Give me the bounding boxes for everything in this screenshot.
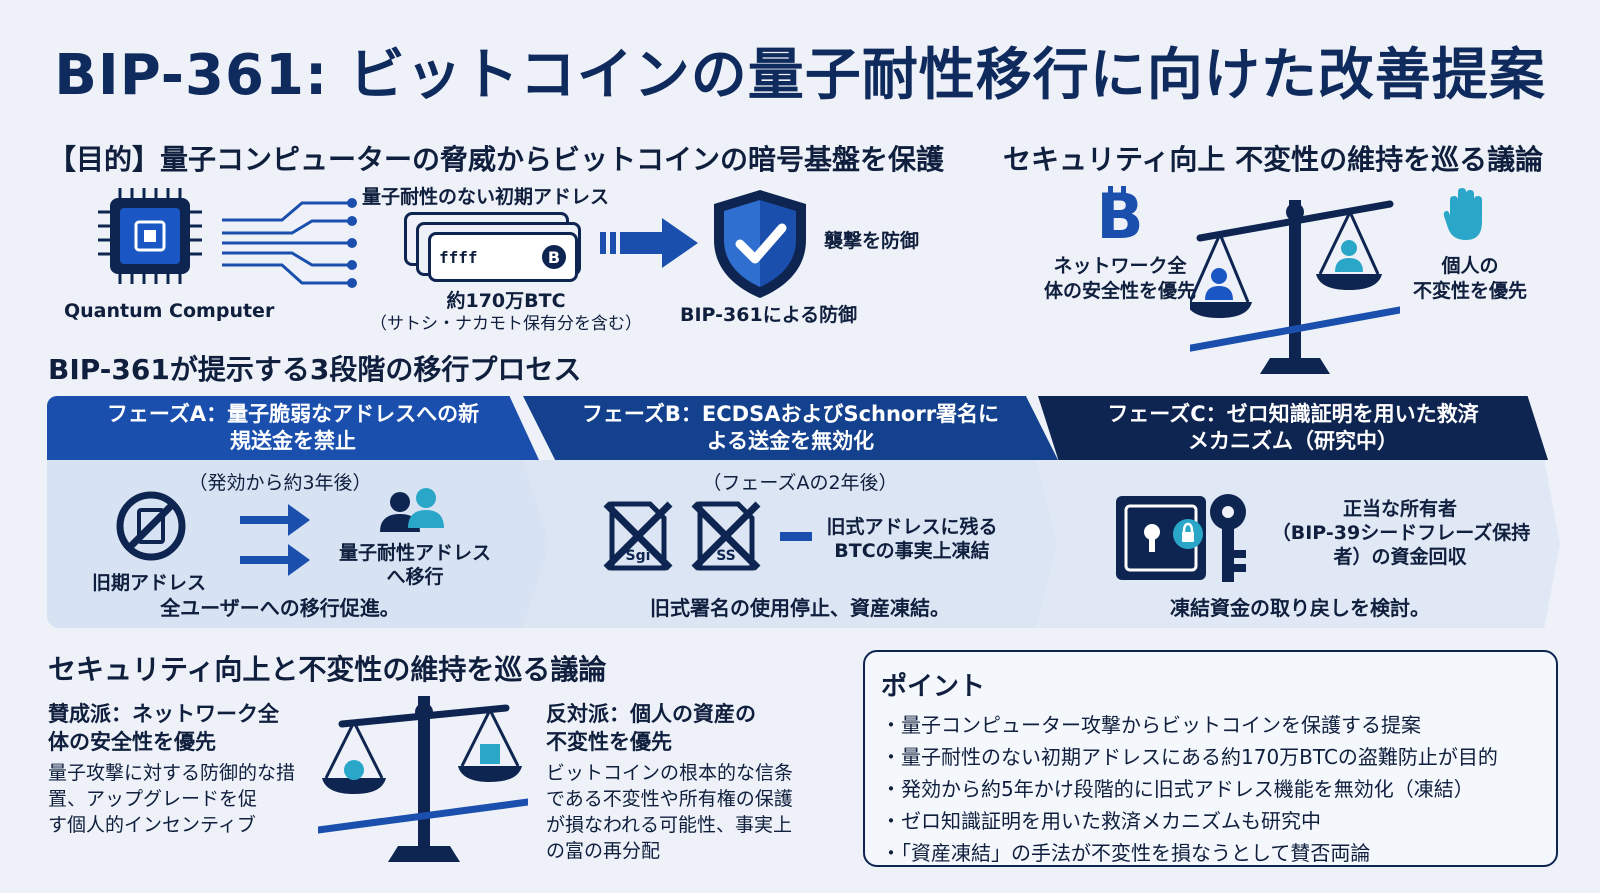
phase-c-owner-line2: （BIP-39シードフレーズ保持 [1271, 522, 1531, 544]
amount-line1: 約170万BTC [446, 290, 566, 312]
phase-a-new-line1: 量子耐性アドレス [338, 542, 491, 564]
debate-bottom-heading: セキュリティ向上と不変性の維持を巡る議論 [48, 653, 607, 686]
phase-a-head-line1: フェーズA：量子脆弱なアドレスへの新 [106, 401, 480, 426]
raised-hand-icon [1443, 188, 1482, 240]
dash-icon [780, 532, 812, 541]
phase-b-freeze-line1: 旧式アドレスに残る [826, 516, 998, 538]
point-item-4: ・ゼロ知識証明を用いた救済メカニズムも研究中 [881, 809, 1321, 833]
pro-body-line3: す個人的インセンティブ [48, 814, 256, 836]
users-icon [380, 488, 444, 532]
balance-scale-bottom [318, 696, 528, 862]
con-title-line1: 反対派：個人の資産の [546, 702, 756, 726]
con-body-line2: である不変性や所有権の保護 [546, 788, 793, 810]
bitcoin-small-icon: B [542, 245, 566, 269]
blocked-address-icon [116, 491, 186, 561]
point-item-1: ・量子コンピューター攻撃からビットコインを保護する提案 [881, 713, 1421, 737]
purpose-heading: 【目的】量子コンピューターの脅威からビットコインの暗号基盤を保護 [48, 143, 945, 176]
phase-a-timing: （発効から約3年後） [188, 472, 372, 494]
bitcoin-icon: B [1096, 186, 1144, 246]
svg-text:B: B [548, 248, 560, 267]
quantum-label: Quantum Computer [64, 300, 275, 322]
phase-b-timing: （フェーズAの2年後） [702, 472, 898, 494]
safe-key-icon [1116, 494, 1246, 582]
address-card-front: ffff B [428, 232, 578, 282]
migrate-arrows-icon [240, 504, 310, 576]
svg-text:B: B [1096, 186, 1143, 246]
amount-line2: （サトシ・ナカモト保有分を含む） [370, 314, 642, 334]
phase-a-new-line2: へ移行 [386, 566, 444, 588]
process-heading: BIP-361が提示する3段階の移行プロセス [48, 353, 582, 386]
doc1-text: Sgi [626, 548, 651, 564]
phase-c-summary: 凍結資金の取り戻しを検討。 [1170, 596, 1430, 620]
defense-label: 襲撃を防御 [824, 230, 920, 252]
point-item-3: ・発効から約5年かけ段階的に旧式アドレス機能を無効化（凍結） [881, 777, 1474, 801]
pro-title-line1: 賛成派：ネットワーク全 [48, 702, 279, 726]
con-body-line3: が損なわれる可能性、事実上 [546, 814, 793, 836]
pro-title-line2: 体の安全性を優先 [48, 730, 216, 754]
balance-scale-top [1190, 200, 1400, 374]
phase-b-header: フェーズB：ECDSAおよびSchnorr署名による送金を無効化 [523, 396, 1058, 460]
phase-c-head-line1: フェーズC：ゼロ知識証明を用いた救済 [1107, 401, 1479, 426]
signature-doc-crossed-icon-1: Sgi [603, 501, 673, 571]
debate-top-right-line1: 個人の [1441, 255, 1499, 277]
phase-a-old-label: 旧期アドレス [92, 572, 207, 594]
doc2-text: SS [716, 548, 736, 564]
phase-a-summary: 全ユーザーへの移行促進。 [160, 596, 400, 620]
early-address-label: 量子耐性のない初期アドレス [362, 186, 610, 208]
phase-b-head-line2: よる送金を無効化 [706, 429, 875, 453]
phase-a-header: フェーズA：量子脆弱なアドレスへの新規送金を禁止 [47, 396, 539, 460]
con-body-line4: の富の再分配 [546, 840, 661, 862]
con-title-line2: 不変性を優先 [546, 730, 672, 754]
pro-body-line2: 置、アップグレードを促 [48, 788, 258, 810]
phase-c-header: フェーズC：ゼロ知識証明を用いた救済メカニズム（研究中） [1038, 396, 1548, 460]
phase-c-owner-line3: 者）の資金回収 [1333, 546, 1467, 568]
bip-defense-label: BIP-361による防御 [680, 304, 858, 326]
phase-b-freeze-line2: BTCの事実上凍結 [834, 540, 990, 562]
page-title: BIP-361: ビットコインの量子耐性移行に向けた改善提案 [54, 43, 1546, 108]
phase-c-head-line2: メカニズム（研究中） [1188, 429, 1398, 453]
point-item-2: ・量子耐性のない初期アドレスにある約170万BTCの盗難防止が目的 [881, 745, 1498, 769]
quantum-chip-icon [98, 188, 202, 284]
signature-doc-crossed-icon-2: SS [691, 501, 761, 571]
arrow-right-icon [600, 218, 698, 268]
debate-top-left-line2: 体の安全性を優先 [1043, 280, 1196, 302]
phase-a-head-line2: 規送金を禁止 [229, 429, 356, 453]
debate-top-right-line2: 不変性を優先 [1412, 280, 1527, 302]
address-card-text: ffff [439, 247, 478, 267]
points-title: ポイント [881, 672, 986, 702]
phase-b-summary: 旧式署名の使用停止、資産凍結。 [650, 596, 950, 620]
circuit-lines [222, 198, 357, 288]
point-item-5: ・「資産凍結」の手法が不変性を損なうとして賛否両論 [881, 841, 1371, 865]
debate-top-left-line1: ネットワーク全 [1053, 255, 1187, 277]
points-box: ポイント ・量子コンピューター攻撃からビットコインを保護する提案 ・量子耐性のな… [863, 650, 1558, 867]
debate-top-heading: セキュリティ向上 不変性の維持を巡る議論 [1003, 143, 1544, 176]
phase-c-owner-line1: 正当な所有者 [1342, 498, 1457, 520]
phase-b-head-line1: フェーズB：ECDSAおよびSchnorr署名に [581, 401, 1000, 426]
pro-body-line1: 量子攻撃に対する防御的な措 [48, 762, 296, 784]
shield-check-icon [714, 190, 806, 298]
con-body-line1: ビットコインの根本的な信条 [546, 762, 794, 784]
